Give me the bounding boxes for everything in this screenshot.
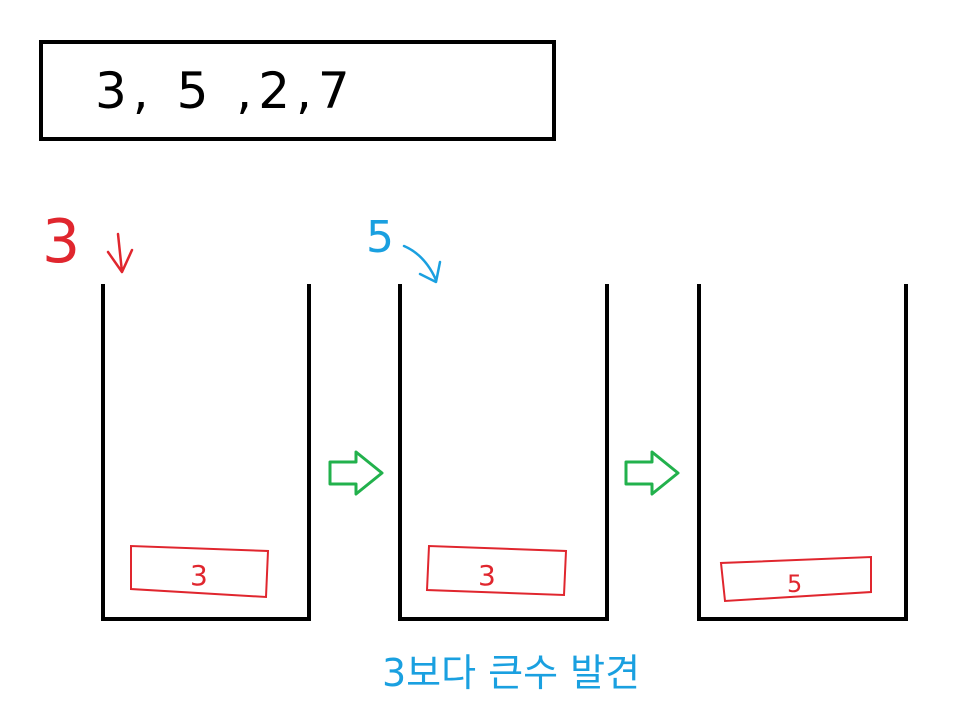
stack-1-item: 3 — [130, 544, 270, 599]
stack-3-item-label: 5 — [787, 570, 802, 598]
stack-1-item-label: 3 — [190, 559, 208, 592]
stack-2-item: 3 — [425, 544, 568, 597]
stack-2-item-box — [425, 544, 568, 597]
caption-text: 3보다 큰수 발견 — [382, 651, 640, 695]
stack-1: 3 3 — [42, 207, 311, 621]
input-sequence-box: 3, 5 ,2,7 — [39, 40, 556, 141]
stack-1-container — [101, 284, 311, 621]
input-box-frame — [39, 40, 556, 141]
input-sequence-text: 3, 5 ,2,7 — [95, 62, 356, 120]
stack-3-container — [697, 284, 908, 621]
step2-push-arrow-icon — [402, 244, 442, 284]
stack-2-container — [398, 284, 609, 621]
stack-3-item: 5 — [719, 555, 872, 603]
stack-3-item-box — [719, 555, 872, 603]
stack-1-item-box — [130, 544, 270, 599]
transition-arrow-1-icon — [328, 450, 384, 496]
transition-arrow-2-icon — [624, 450, 680, 496]
step1-push-arrow-icon — [106, 232, 134, 274]
stack-2-item-label: 3 — [478, 559, 496, 592]
stack-3: 5 — [697, 284, 908, 621]
step2-incoming-value: 5 — [366, 212, 394, 263]
step1-incoming-value: 3 — [42, 207, 80, 277]
stack-2: 5 3 — [366, 212, 609, 621]
